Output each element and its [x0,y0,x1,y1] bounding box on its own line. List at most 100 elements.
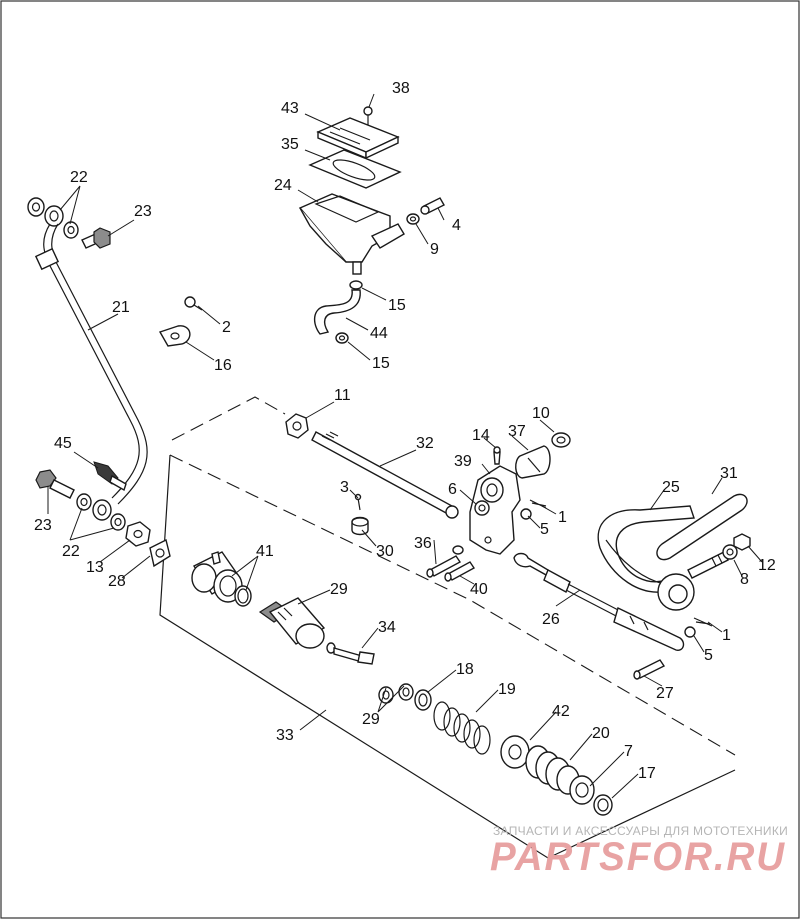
pedal-pad [656,493,748,561]
label-13: 13 [86,559,104,576]
watermark-brand: PARTSFOR.RU [490,835,786,879]
label-15-upper: 15 [388,297,406,314]
label-9: 9 [430,241,439,258]
snap-ring [593,794,613,816]
brake-pedal [597,505,695,593]
label-32: 32 [416,435,434,452]
label-41: 41 [256,543,274,560]
label-27: 27 [656,685,674,702]
watermark-tagline: ЗАПЧАСТИ И АКСЕССУАРЫ ДЛЯ МОТОТЕХНИКИ [493,824,788,838]
assembly-outline [159,396,736,859]
label-2: 2 [222,319,231,336]
reservoir-washer [406,213,420,225]
label-19: 19 [498,681,516,698]
label-21: 21 [112,299,130,316]
label-23-upper: 23 [134,203,152,220]
label-37: 37 [508,423,526,440]
label-22-lower: 22 [62,543,80,560]
label-36: 36 [414,535,432,552]
label-8: 8 [740,571,749,588]
label-39: 39 [454,453,472,470]
clevis-pin [633,659,666,680]
spring-seat [414,689,432,711]
reservoir-hose [313,289,361,335]
bracket-seal [551,432,571,448]
cylinder-o-ring [234,585,252,607]
label-26: 26 [542,611,560,628]
cotter-pin-lower [693,617,713,627]
pushrod [311,431,459,519]
banjo-fitting-upper [44,205,64,227]
pushrod-group [285,413,459,536]
boot-retainer [500,735,530,769]
label-14: 14 [472,427,490,444]
pushrod-piston [326,642,375,665]
brake-pedal-group [597,493,751,611]
clevis-rod [513,552,685,651]
label-42: 42 [552,703,570,720]
pedal-bracket [469,465,521,555]
label-5-lower: 5 [704,647,713,664]
cylinder-housing [191,551,243,603]
banjo-bolt-lower [35,469,75,499]
grease-fitting [493,446,501,465]
pushrod-nut [285,413,309,439]
cotter-washer-lower [684,626,696,638]
label-31: 31 [720,465,738,482]
pedal-washer [722,544,738,560]
bracket-bushing [515,445,551,479]
return-spring [433,701,491,755]
label-45: 45 [54,435,72,452]
label-10: 10 [532,405,550,422]
boot-washer [569,775,595,805]
clip-screw [184,296,203,311]
label-25: 25 [662,479,680,496]
line-clip [158,325,191,347]
brake-line-hose [34,223,148,505]
label-29-lower: 29 [362,711,380,728]
clevis-rod-group [513,552,713,680]
pedal-pivot-shaft [687,551,729,579]
label-11: 11 [334,387,351,404]
master-cylinder-reservoir-group [298,106,445,344]
label-1-lower: 1 [722,627,731,644]
leader-lines [47,93,763,799]
pedal-nut [733,533,751,551]
label-7: 7 [624,743,633,760]
label-1-upper: 1 [558,509,567,526]
label-17: 17 [638,765,656,782]
hex-nut [125,521,151,547]
label-5-upper: 5 [540,521,549,538]
pedal-bracket-group [426,432,571,582]
reservoir-bolt [420,197,445,215]
label-43: 43 [281,100,299,117]
reservoir-gasket [308,149,402,189]
banjo-fitting-lower [92,499,112,521]
reservoir-cover [316,117,400,160]
label-33: 33 [276,727,294,744]
label-6: 6 [448,481,457,498]
piston-assembly [258,597,326,649]
brake-line-group [27,197,203,568]
banjo-washers-lower [76,493,126,531]
callout-labels: 38 43 35 24 4 9 15 44 15 22 23 21 2 16 1… [34,80,776,782]
bracket-nut-small [452,545,464,555]
label-22-upper: 22 [70,169,88,186]
pivot-pin-small [354,493,362,511]
pedal-hub [657,573,695,611]
piston-seals [378,683,414,704]
label-24: 24 [274,177,292,194]
banjo-bolt-upper [81,227,111,249]
label-20: 20 [592,725,610,742]
master-cylinder-body [298,193,405,275]
hose-clamp-lower [335,332,349,344]
pivot-bushing [351,516,369,536]
reservoir-screw [363,106,373,126]
label-29-upper: 29 [330,581,348,598]
label-38: 38 [392,80,410,97]
label-18: 18 [456,661,474,678]
master-cylinder-internals [191,551,613,816]
label-40: 40 [470,581,488,598]
